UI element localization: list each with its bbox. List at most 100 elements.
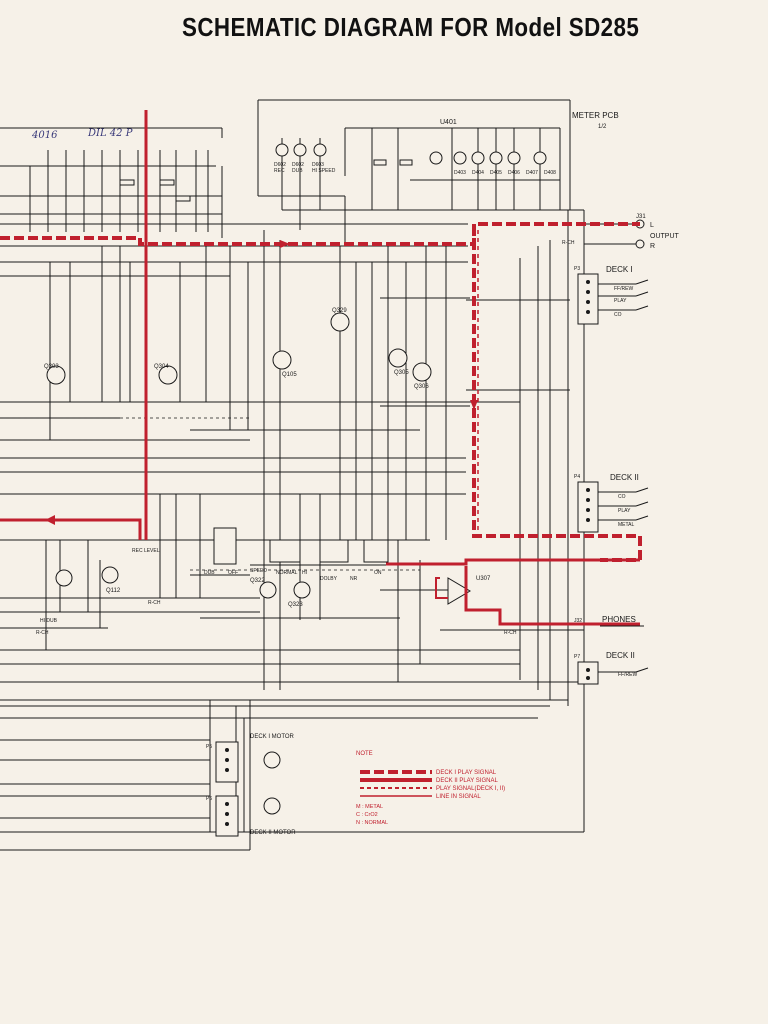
hi-dub-label: HI DUB [40, 618, 58, 624]
transistor-q303-icon [46, 365, 66, 385]
ic-u401-label: U401 [440, 119, 457, 126]
diode-ref: D405 [490, 170, 502, 176]
legend-label: PLAY SIGNAL(DECK I, II) [436, 786, 505, 792]
switch-label: DUB [204, 570, 215, 576]
output-l-label: L [650, 222, 654, 229]
deck3-label: DECK II [606, 651, 635, 660]
deck2-label: DECK II [610, 473, 639, 482]
transistor-q305-icon [388, 348, 408, 368]
opamp-u307-icon [447, 577, 471, 605]
connector-pins [225, 280, 590, 826]
transistor-label: Q105 [282, 372, 297, 378]
transistor-label: Q112 [106, 588, 121, 594]
p3-label: P3 [574, 266, 580, 272]
transistor-label: Q323 [288, 602, 303, 608]
output-r-label: R [650, 243, 655, 250]
deck2-switch-label: PLAY [618, 508, 631, 514]
switch-label: DOLBY [320, 576, 338, 582]
transistor-q304-icon [158, 365, 178, 385]
motor2-label: DECK II MOTOR [250, 830, 296, 836]
phones-jack-label: J32 [574, 618, 582, 624]
motor-deck2-icon [263, 797, 281, 815]
signal-arrow-icon [470, 400, 478, 410]
diode-d405-icon [489, 151, 503, 165]
p5-label: P5 [206, 744, 212, 750]
abbrev-label: N : NORMAL [356, 820, 388, 826]
deck1-switch-label: FF/REW [614, 286, 633, 292]
transistor-q323-icon [293, 581, 311, 599]
switch-label: SPEED [250, 568, 267, 574]
output-label: OUTPUT [650, 233, 680, 240]
diode-ref: D404 [472, 170, 484, 176]
note-heading: NOTE [356, 751, 373, 757]
connector-p4 [577, 481, 599, 533]
diode-d406-icon [507, 151, 521, 165]
switch-label: ON [374, 570, 382, 576]
rch-label: R-CH [36, 630, 49, 636]
diode-ref: D406 [508, 170, 520, 176]
handwritten-note-1: 4016 [31, 130, 58, 141]
switch-label: OFF [228, 570, 238, 576]
legend-label: DECK I PLAY SIGNAL [436, 770, 497, 776]
switch-label: NR [350, 576, 358, 582]
components [46, 143, 645, 837]
signal-arrow-icon [45, 515, 55, 525]
deck1-label: DECK I [606, 265, 633, 274]
signal-arrow-icon [280, 240, 290, 248]
deck1-switch-label: PLAY [614, 298, 627, 304]
transistor-q306-icon [412, 362, 432, 382]
diode-d407-icon [533, 151, 547, 165]
deck2-switch-label: CO [618, 494, 626, 500]
meter-pcb-label: METER PCB [572, 111, 619, 120]
transistor-label: Q306 [414, 384, 429, 390]
transistor-q322-icon [259, 581, 277, 599]
diode-ref: D407 [526, 170, 538, 176]
abbrev-label: C : CrO2 [356, 812, 378, 818]
deck1-switch-label: CO [614, 312, 622, 318]
led-ref: D602 [274, 162, 286, 168]
switch-label: HI [302, 570, 307, 576]
deck2-switch-label: METAL [618, 522, 635, 528]
transistor-q112-icon [101, 566, 119, 584]
diode-ref: D408 [544, 170, 556, 176]
motor1-label: DECK I MOTOR [250, 734, 295, 740]
transistor-label: Q322 [250, 578, 265, 584]
switch-label: NORMAL [276, 570, 298, 576]
output-jack-r-icon [635, 239, 645, 249]
led-name: DUB [292, 168, 303, 174]
transistor-q105-icon [272, 350, 292, 370]
page-title: SCHEMATIC DIAGRAM FOR Model SD285 [182, 12, 640, 42]
phones-label: PHONES [602, 615, 636, 624]
led-name: REC [274, 168, 285, 174]
handwritten-note-2: DIL 42 P [87, 128, 133, 139]
dashed-reference-lines [0, 417, 420, 571]
legend: NOTE DECK I PLAY SIGNAL DECK II PLAY SIG… [356, 751, 505, 826]
connector-p3 [577, 273, 599, 325]
led-ref: D602 [292, 162, 304, 168]
connector-p7 [577, 661, 599, 685]
output-jack-label: J31 [636, 214, 646, 220]
led-name: HI SPEED [312, 168, 336, 174]
abbrev-label: M : METAL [356, 804, 383, 810]
meter-pcb-sub: 1/2 [598, 124, 607, 130]
deck-switches [584, 223, 649, 673]
rch-label: R-CH [562, 240, 575, 246]
transistor-label: Q329 [332, 308, 347, 314]
transistor-q329-icon [330, 312, 350, 332]
diode-ref: D403 [454, 170, 466, 176]
led-rec-icon [275, 143, 289, 157]
signal-paths [0, 110, 642, 626]
transistor-label: Q303 [44, 364, 59, 370]
led-ref: D603 [312, 162, 324, 168]
rec-level-label: REC LEVEL [132, 548, 160, 554]
legend-label: LINE IN SIGNAL [436, 794, 481, 800]
diode-d402-icon [429, 151, 443, 165]
legend-label: DECK II PLAY SIGNAL [436, 778, 498, 784]
led-dub-icon [293, 143, 307, 157]
p7-label: P7 [574, 654, 580, 660]
rch-label: R-CH [148, 600, 161, 606]
transistor-label: Q305 [394, 370, 409, 376]
p4-label: P4 [574, 474, 580, 480]
p6-label: P6 [206, 796, 212, 802]
